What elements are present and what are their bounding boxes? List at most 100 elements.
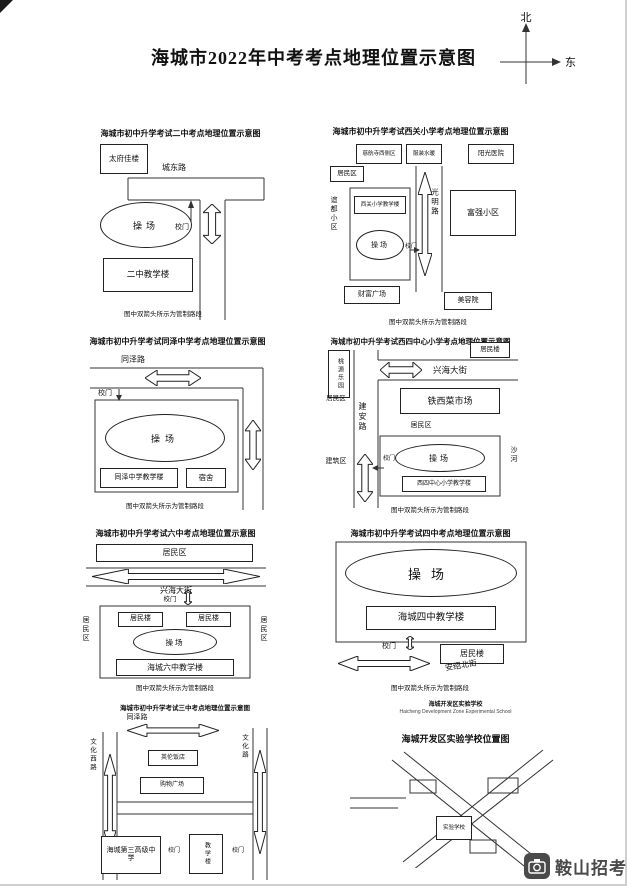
double-arrow-horizontal bbox=[127, 724, 219, 737]
map-no3-high-school: 海城市初中升学考试三中考点地理位置示意图 同泽路 文化西路 文化路 英伦饭店 购… bbox=[85, 702, 285, 884]
caption: 图中双箭头所示为管制路段 bbox=[136, 685, 214, 692]
residents-building-box: 居民楼 bbox=[470, 342, 510, 358]
map-development-zone-school: 海城开发区实验学校 Haicheng Development Zone Expe… bbox=[348, 700, 563, 868]
gate-arrow bbox=[410, 247, 420, 253]
school-name-en: Haicheng Development Zone Experimental S… bbox=[399, 709, 512, 715]
diagonal-road-nw-se bbox=[391, 751, 547, 868]
playground-ellipse: 操场 bbox=[133, 629, 217, 655]
page-title: 海城市2022年中考考点地理位置示意图 bbox=[151, 48, 476, 68]
map-xisi-central-primary-school: 海城市初中升学考试西四中心小学考点地理位置示意图 桃源乐园 建安路 兴海大街 居… bbox=[318, 336, 523, 516]
teaching-building-box: 二中教学楼 bbox=[103, 258, 193, 292]
shop-box: 服装水暖 bbox=[406, 144, 442, 164]
playground-ellipse: 操场 bbox=[356, 230, 404, 260]
residents-area-box: 居民区 bbox=[96, 544, 253, 562]
double-arrow-horizontal bbox=[380, 362, 422, 378]
teaching-building-box: 同泽中学教学楼 bbox=[100, 468, 178, 488]
compass-east-label: 东 bbox=[565, 56, 576, 69]
teaching-building-box: 海城六中教学楼 bbox=[116, 659, 234, 676]
experimental-school-box: 实验学校 bbox=[436, 816, 472, 840]
wenhua-road bbox=[252, 728, 268, 880]
compass: 北 东 bbox=[500, 12, 576, 84]
map-no6-middle-school: 海城市初中升学考试六中考点地理位置示意图 居民区 兴海大街 校门 居民楼 居民楼… bbox=[78, 528, 273, 692]
dormitory-box: 宿舍 bbox=[186, 468, 226, 488]
gate-arrow bbox=[372, 465, 384, 471]
diagram-title: 海城市初中升学考试同泽中学考点地理位置示意图 bbox=[89, 337, 266, 346]
xinghai-street-label: 兴海大街 bbox=[432, 365, 467, 375]
wenhua-road-label: 文化路 bbox=[240, 734, 248, 760]
taifu-building-box: 太府佳楼 bbox=[100, 144, 148, 174]
residents-area-label: 居民区 bbox=[326, 395, 346, 402]
jianzhu-area-label: 建筑区 bbox=[325, 458, 347, 465]
gate-label: 校门 bbox=[167, 848, 180, 854]
tongze-road-label: 同泽路 bbox=[126, 714, 148, 721]
double-arrow-vertical bbox=[203, 204, 221, 244]
xinghai-street-label: 兴海大街 bbox=[160, 586, 192, 595]
residents-building-box: 居民楼 bbox=[118, 612, 163, 627]
diagram-title: 海城市初中升学考试西关小学考点地理位置示意图 bbox=[332, 127, 509, 136]
gate-label: 校门 bbox=[382, 456, 395, 462]
building-box bbox=[469, 839, 497, 854]
school-name-cn: 海城开发区实验学校 bbox=[428, 702, 483, 708]
compass-north-label: 北 bbox=[521, 12, 532, 24]
caifu-plaza-box: 财富广场 bbox=[344, 286, 400, 304]
school-enclosure bbox=[94, 399, 239, 493]
tongze-road bbox=[90, 367, 264, 510]
hotel-box: 英伦饭店 bbox=[148, 750, 198, 766]
map-no4-middle-school: 海城市初中升学考试四中考点地理位置示意图 操场 海城四中教学楼 校门 居民楼 安… bbox=[328, 528, 533, 692]
west-road bbox=[350, 797, 406, 809]
school-enclosure bbox=[99, 605, 251, 679]
school-enclosure bbox=[335, 541, 527, 643]
building-box bbox=[487, 777, 519, 794]
no3-high-school-box: 海城第三高级中学 bbox=[101, 836, 161, 874]
xinghai-street-road bbox=[86, 567, 266, 587]
double-arrow-vertical bbox=[254, 750, 266, 854]
diagram-title: 海城市初中升学考试二中考点地理位置示意图 bbox=[100, 129, 261, 138]
gate-label: 校门 bbox=[98, 390, 112, 397]
double-arrow-horizontal bbox=[338, 656, 430, 671]
map-xiguan-primary-school: 海城市初中升学考试西关小学考点地理位置示意图 慈航寺西侧区 服装水暖 阳光医院 … bbox=[318, 126, 523, 328]
map-no2-middle-school: 海城市初中升学考试二中考点地理位置示意图 太府佳楼 城东路 操场 校门 二中教学… bbox=[88, 128, 273, 326]
double-arrow-horizontal bbox=[92, 569, 260, 584]
playground-ellipse: 操场 bbox=[105, 414, 225, 462]
jianan-road-label: 建安路 bbox=[358, 402, 367, 432]
teaching-building-box: 西四中心小学教学楼 bbox=[402, 476, 486, 492]
playground-ellipse: 操场 bbox=[395, 444, 485, 472]
caption: 图中双箭头所示为管制路段 bbox=[391, 507, 469, 514]
residents-building-box: 居民楼 bbox=[440, 644, 504, 664]
residents-area-label: 居民区 bbox=[82, 616, 89, 643]
compass-cross bbox=[500, 23, 561, 84]
caption: 图中双箭头所示为管制路段 bbox=[124, 311, 202, 318]
scan-corner-artifact bbox=[0, 0, 13, 13]
gate-label: 校门 bbox=[382, 643, 396, 650]
caption: 图中双箭头所示为管制路段 bbox=[126, 503, 204, 510]
sha-river-label: 沙河 bbox=[510, 446, 517, 464]
guangming-road bbox=[415, 166, 443, 292]
gate-double-arrow bbox=[406, 636, 414, 650]
playground-ellipse: 操场 bbox=[345, 549, 517, 597]
diagram-title: 海城市初中升学考试三中考点地理位置示意图 bbox=[120, 705, 250, 712]
beauty-salon-box: 美容院 bbox=[444, 292, 492, 310]
gate-label: 校门 bbox=[163, 596, 177, 603]
guangming-road-label: 光明路 bbox=[430, 188, 440, 217]
teaching-building-box: 西关小学教学楼 bbox=[354, 196, 406, 214]
map-tongze-middle-school: 海城市初中升学考试同泽中学考点地理位置示意图 同泽路 校门 操场 同泽中学教学楼… bbox=[85, 336, 270, 516]
diagram-title: 海城市初中升学考试六中考点地理位置示意图 bbox=[95, 529, 256, 538]
diagram-title: 海城市初中升学考试四中考点地理位置示意图 bbox=[350, 529, 511, 538]
chengdong-road bbox=[127, 177, 265, 320]
playground-ellipse: 操场 bbox=[100, 202, 192, 248]
residents-area-box: 居民区 bbox=[330, 166, 364, 182]
middle-road bbox=[117, 801, 253, 815]
gate-label: 校门 bbox=[175, 224, 189, 231]
wenhua-west-road-label: 文化西路 bbox=[88, 738, 96, 772]
diagram-title: 海城市初中升学考试西四中心小学考点地理位置示意图 bbox=[330, 337, 511, 346]
watermark: 鞍山招考 bbox=[524, 853, 627, 879]
teaching-building-box: 海城四中教学楼 bbox=[366, 606, 496, 630]
jianan-road bbox=[353, 350, 379, 508]
caption: 图中双箭头所示为管制路段 bbox=[389, 319, 467, 326]
fuqiang-block-box: 富强小区 bbox=[450, 190, 516, 236]
gate-label: 校门 bbox=[404, 244, 417, 250]
chengdong-road-label: 城东路 bbox=[162, 163, 186, 172]
hospital-box: 阳光医院 bbox=[468, 144, 514, 164]
school-enclosure bbox=[349, 187, 411, 281]
